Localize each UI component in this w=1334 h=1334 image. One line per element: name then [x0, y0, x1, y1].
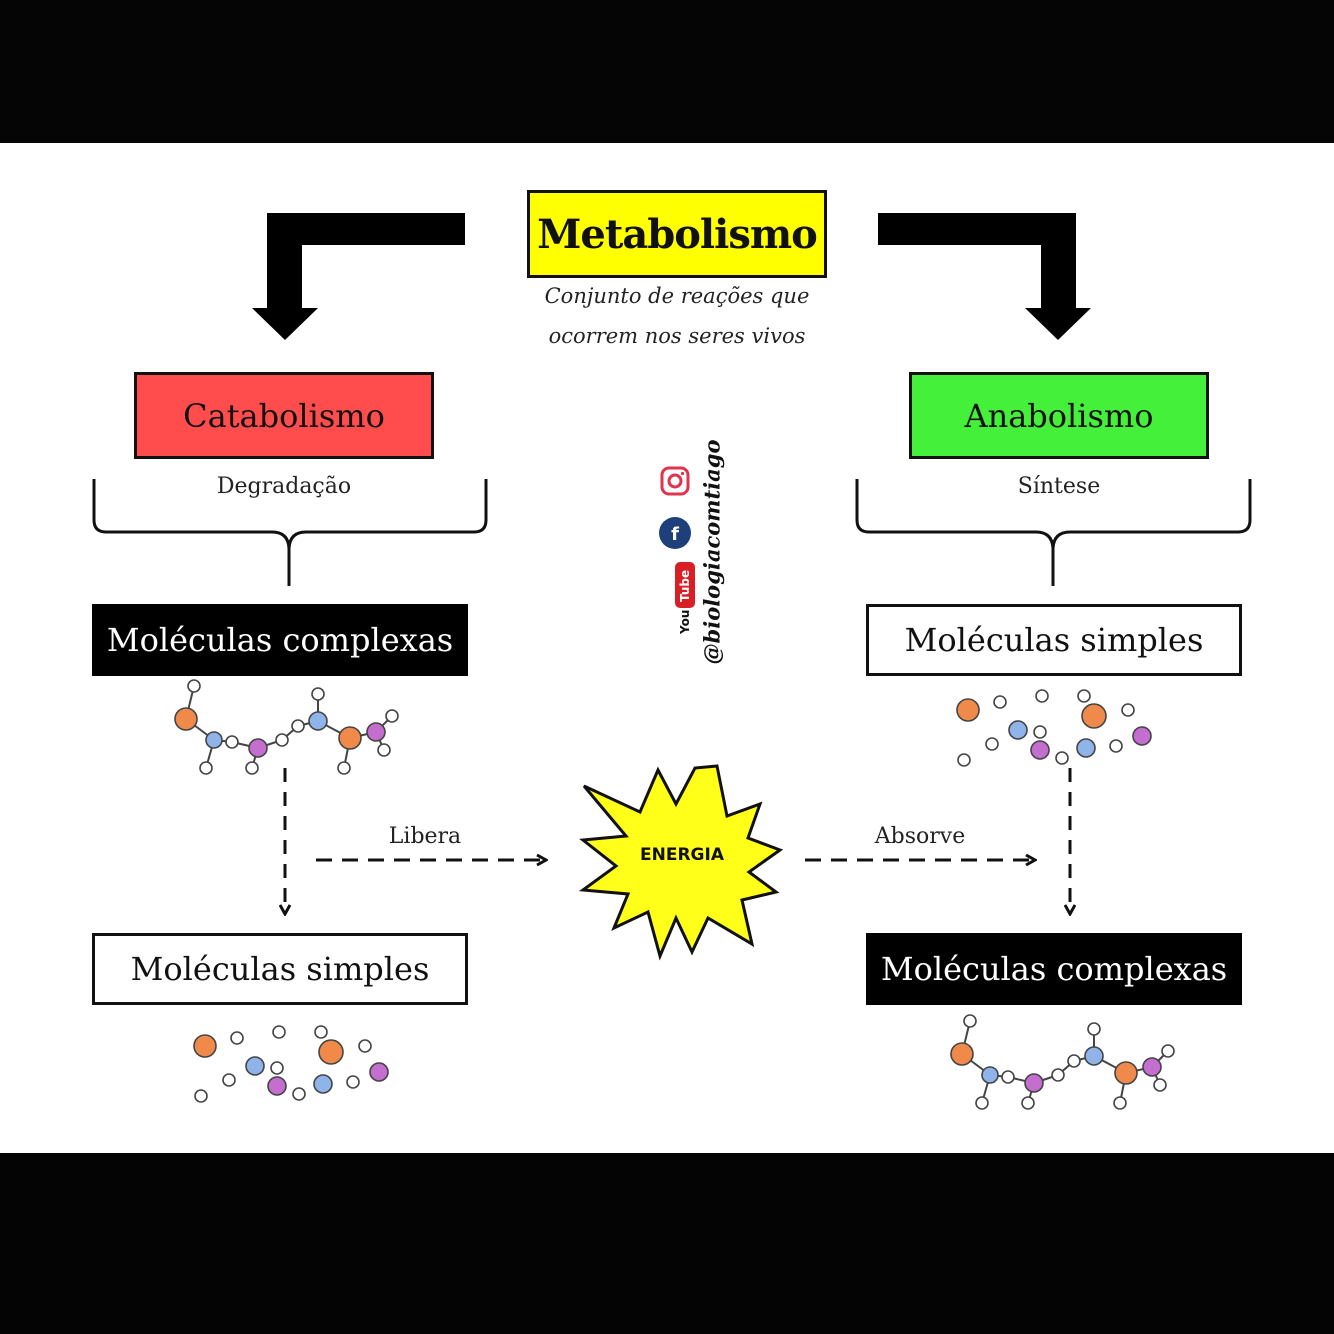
atom — [1076, 738, 1096, 758]
catabolism-complex-molecules: Moléculas complexas — [92, 604, 468, 676]
atom — [1121, 703, 1135, 717]
catabolism-box: Catabolismo — [134, 372, 434, 459]
atom — [1142, 1057, 1162, 1077]
atom — [985, 737, 999, 751]
atom — [292, 1087, 306, 1101]
atom — [267, 1076, 287, 1096]
atom — [275, 733, 289, 747]
atom — [1055, 751, 1069, 765]
atom — [1153, 1078, 1167, 1092]
atom — [338, 726, 362, 750]
catabolism-description: Degradação — [216, 474, 352, 499]
simple-molecules-right — [956, 689, 1152, 767]
atom — [369, 1062, 389, 1082]
atom — [950, 1042, 974, 1066]
bottom-dark-band — [0, 1153, 1334, 1334]
anabolism-simple-molecules: Moléculas simples — [866, 604, 1242, 676]
anabolism-complex-molecules: Moléculas complexas — [866, 933, 1242, 1005]
atom — [1001, 1070, 1015, 1084]
atom — [358, 1039, 372, 1053]
atom — [187, 679, 201, 693]
top-dark-band — [0, 0, 1334, 143]
atom — [193, 1034, 217, 1058]
atom — [194, 1089, 208, 1103]
atom — [337, 761, 351, 775]
left-elbow-arrow — [252, 213, 465, 340]
atom — [311, 687, 325, 701]
right-elbow-arrow — [878, 213, 1091, 340]
atom — [308, 711, 328, 731]
atom — [248, 738, 268, 758]
complex-molecule-right — [950, 1014, 1175, 1110]
right-brace — [855, 479, 1252, 586]
atom — [1132, 726, 1152, 746]
atom — [1113, 1096, 1127, 1110]
atom — [291, 719, 305, 733]
atom — [1081, 703, 1107, 729]
svg-text:Tube: Tube — [678, 570, 692, 602]
atom — [313, 1074, 333, 1094]
atom — [1021, 1096, 1035, 1110]
atom — [957, 753, 971, 767]
anabolism-box: Anabolismo — [909, 372, 1209, 459]
atom — [225, 735, 239, 749]
atom — [963, 1014, 977, 1028]
atom — [1114, 1061, 1138, 1085]
atom — [981, 1066, 999, 1084]
atom — [222, 1073, 236, 1087]
atom — [245, 1056, 265, 1076]
atom — [199, 761, 213, 775]
atom — [230, 1031, 244, 1045]
atom — [272, 1025, 286, 1039]
atom — [1051, 1068, 1065, 1082]
atom — [318, 1039, 344, 1065]
absorve-label: Absorve — [874, 824, 966, 849]
subtitle-line-1: Conjunto de reações que — [544, 284, 810, 308]
metabolism-title: Metabolismo — [527, 190, 827, 278]
atom — [385, 709, 399, 723]
svg-text:You: You — [678, 610, 692, 635]
simple-molecules-left — [193, 1025, 389, 1103]
atom — [1035, 689, 1049, 703]
atom — [1084, 1046, 1104, 1066]
svg-text:f: f — [671, 524, 679, 545]
atom — [245, 761, 259, 775]
complex-molecule-left — [174, 679, 399, 775]
atom — [956, 698, 980, 722]
atom — [377, 743, 391, 757]
left-brace — [92, 479, 488, 586]
atom — [174, 707, 198, 731]
facebook-icon: f — [659, 517, 691, 549]
atom — [1024, 1073, 1044, 1093]
atom — [1030, 740, 1050, 760]
atom — [205, 731, 223, 749]
libera-label: Libera — [388, 824, 462, 849]
catabolism-simple-molecules: Moléculas simples — [92, 933, 468, 1005]
atom — [993, 695, 1007, 709]
atom — [1008, 720, 1028, 740]
atom — [314, 1025, 328, 1039]
social-handle: @biologiacomtiago — [699, 439, 725, 665]
anabolism-description: Síntese — [1017, 474, 1101, 499]
atom — [1087, 1022, 1101, 1036]
atom — [1161, 1044, 1175, 1058]
instagram-icon — [660, 466, 690, 496]
energy-starburst — [578, 764, 784, 961]
atom — [1067, 1054, 1081, 1068]
atom — [346, 1075, 360, 1089]
energy-label: ENERGIA — [640, 845, 724, 865]
atom — [975, 1096, 989, 1110]
atom — [1077, 689, 1091, 703]
atom — [1109, 739, 1123, 753]
atom — [1033, 725, 1047, 739]
atom — [270, 1061, 284, 1075]
atom — [366, 722, 386, 742]
subtitle-line-2: ocorrem nos seres vivos — [548, 324, 806, 348]
youtube-icon: You Tube — [675, 562, 695, 635]
